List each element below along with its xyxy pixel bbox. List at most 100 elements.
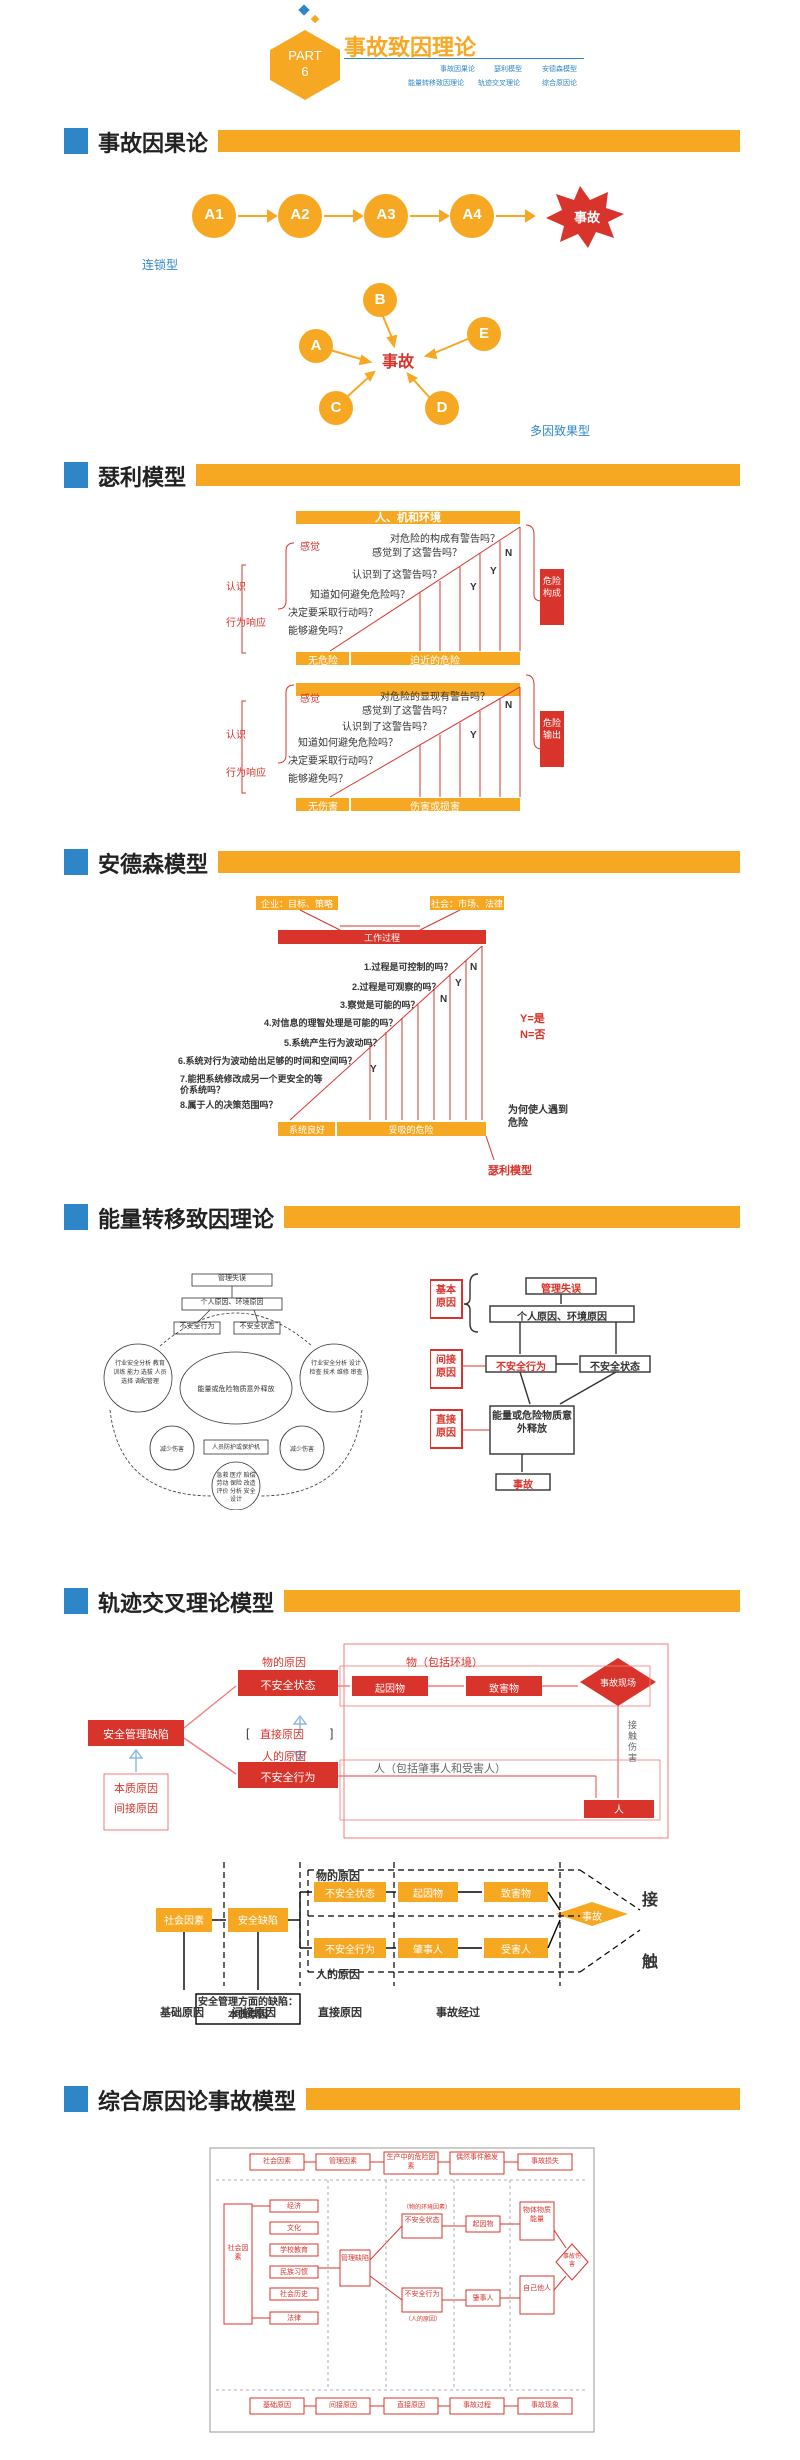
- surry-q2-2: 感觉到了这警告吗？: [362, 706, 452, 717]
- energy-box-state: 不安全状态: [590, 1362, 640, 1373]
- traj2-stage-3: 直接原因: [318, 2007, 362, 2019]
- energy-left-state: 不安全状态: [239, 1323, 275, 1330]
- comp-stage-3: 直接原因: [397, 2402, 425, 2409]
- header-graphic: [270, 4, 340, 100]
- energy-label-direct: 直接原因: [436, 1415, 456, 1439]
- section-bar: [192, 130, 740, 152]
- energy-left-center: 能量或危险物质意外释放: [197, 1386, 275, 1393]
- anderson-bottom-right: 妥吸的危险: [388, 1125, 434, 1135]
- chain-caption: 连锁型: [142, 258, 179, 272]
- energy-label-basic: 基本原因: [436, 1285, 456, 1309]
- traj2-note-box: 安全管理方面的缺陷：本质原因: [198, 1997, 298, 2021]
- traj-person: 人: [614, 1805, 624, 1816]
- traj-human: 人（包括肇事人和受害人）: [374, 1763, 506, 1775]
- traj2-social: 社会因素: [164, 1916, 204, 1927]
- section-marker: [64, 1204, 88, 1230]
- section-marker: [64, 849, 88, 875]
- surry-bottom1-right: 迫近的危险: [410, 656, 460, 667]
- traj2-human-cause: 人的原因: [316, 1969, 360, 1981]
- anderson-legend-n: N=否: [520, 1029, 546, 1041]
- surry-yn-3: Y: [470, 582, 477, 593]
- surry-label-cognize1: 认识: [226, 582, 246, 593]
- comp-factor-6: 法律: [287, 2315, 301, 2322]
- anderson-top-left: 企业：目标、策略: [260, 899, 333, 909]
- surry-q2-1: 对危险的显现有警告吗？: [380, 692, 490, 703]
- surry-q1-1: 对危险的构成有警告吗？: [390, 534, 500, 545]
- traj-thing-env: 物（包括环境）: [406, 1657, 483, 1669]
- chain-label-a4: A4: [462, 206, 482, 223]
- traj-contact: 接触伤害: [628, 1720, 638, 1763]
- anderson-q8: 8.属于人的决策范围吗？: [180, 1100, 278, 1110]
- energy-box-accident: 事故: [513, 1480, 533, 1491]
- comp-source: 起因物: [472, 2221, 494, 2228]
- surry-label-response1: 行为响应: [226, 618, 266, 629]
- traj-essential: 本质原因: [114, 1783, 158, 1795]
- surry-label-response2: 行为响应: [226, 768, 266, 779]
- comp-social: 社会因素: [227, 2245, 249, 2261]
- anderson-q2: 2.过程是可观察的吗？: [352, 982, 441, 992]
- traj-bracket-r: ]: [330, 1726, 334, 1740]
- comp-accident: 事故伤害: [562, 2254, 581, 2268]
- anderson-process: 工作过程: [363, 933, 400, 943]
- traj2-stage-4: 事故经过: [436, 2007, 480, 2019]
- trajectory-top-diagram: [88, 1643, 669, 1839]
- traj2-victim: 受害人: [501, 1945, 531, 1956]
- anderson-q3: 3.察觉是可能的吗？: [340, 1000, 420, 1010]
- energy-left-top: 管理失误: [218, 1275, 246, 1282]
- y-mark: Y: [490, 566, 497, 577]
- section-bar: [192, 1206, 740, 1228]
- section-title: 能量转移致因理论: [98, 1202, 285, 1234]
- traj2-contact-1: 接: [642, 1892, 659, 1909]
- section-title: 瑟利模型: [98, 460, 197, 492]
- multi-node-b: B: [374, 291, 386, 308]
- chain-accident-label: 事故: [573, 210, 600, 225]
- chain-node-a4: [450, 194, 494, 238]
- section-header-causality: 事故因果论: [64, 124, 740, 158]
- chain-label-a2: A2: [290, 206, 310, 223]
- section-header-trajectory: 轨迹交叉理论模型: [64, 1584, 740, 1618]
- comp-unsafe-act: 不安全行为: [404, 2291, 440, 2298]
- nav-link-5[interactable]: 轨迹交叉理论: [478, 80, 520, 87]
- energy-label-indirect: 间接原因: [436, 1355, 456, 1379]
- surry-bottom1-left: 无危险: [308, 656, 338, 667]
- surry-diagram: [241, 511, 564, 811]
- section-marker: [64, 128, 88, 154]
- traj-unsafe-act: 不安全行为: [260, 1772, 316, 1784]
- surry-q1-5: 决定要采取行动吗？: [288, 608, 378, 619]
- chain-label-a3: A3: [376, 206, 396, 223]
- anderson-q4: 4.对信息的理智处理是可能的吗？: [264, 1018, 398, 1028]
- nav-link-1[interactable]: 事故因果论: [440, 66, 475, 73]
- nav-link-6[interactable]: 综合原因论: [542, 80, 577, 87]
- traj-thing-cause: 物的原因: [262, 1657, 306, 1669]
- nav-link-2[interactable]: 瑟利模型: [494, 66, 522, 73]
- surry-q1-4: 知道如何避免危险吗？: [310, 590, 410, 601]
- section-title: 综合原因论事故模型: [98, 2084, 307, 2116]
- comp-flow-1: 社会因素: [263, 2158, 291, 2165]
- chain-label-a1: A1: [204, 206, 224, 223]
- comp-thing-env: （物的环境因素）: [402, 2205, 451, 2211]
- chain-node-a2: [278, 194, 322, 238]
- comp-factor-1: 经济: [287, 2203, 301, 2210]
- surry-label-perceive2: 感觉: [300, 694, 320, 705]
- section-bar: [192, 851, 740, 873]
- nav-link-3[interactable]: 安德森模型: [542, 66, 577, 73]
- surry-q2-6: 能够避免吗？: [288, 774, 348, 785]
- comp-flow-2: 管理因素: [329, 2158, 357, 2165]
- section-marker: [64, 462, 88, 488]
- energy-box-personal: 个人原因、环境原因: [517, 1312, 607, 1323]
- energy-left-reduce2: 减少伤害: [289, 1447, 314, 1453]
- energy-left-reduce1: 减少伤害: [159, 1447, 184, 1453]
- traj2-harm: 致害物: [501, 1889, 531, 1900]
- energy-left-bottom: 急救 医疗 赔偿 劳动 保险 改造 评价 分析 安全设计: [216, 1473, 256, 1503]
- n-mark: N: [505, 700, 513, 711]
- surry-q2-5: 决定要采取行动吗？: [288, 756, 378, 767]
- surry-yn-4: N: [505, 700, 512, 711]
- anderson-top-right: 社会：市场、法律: [430, 899, 503, 909]
- comp-flow-3: 生产中的危险因素: [386, 2154, 436, 2170]
- traj-mgmt: 安全管理缺陷: [103, 1729, 169, 1741]
- nav-link-4[interactable]: 能量转移致因理论: [408, 80, 464, 87]
- traj2-contact-2: 触: [642, 1954, 659, 1971]
- traj-bracket-l: [: [246, 1726, 250, 1740]
- anderson-n-1: N: [470, 962, 478, 973]
- header-title-underline: [344, 58, 584, 59]
